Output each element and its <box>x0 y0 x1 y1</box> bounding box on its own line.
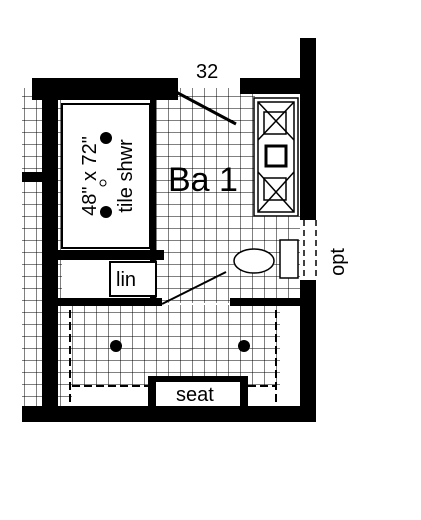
shower-size-label: 48" x 72" <box>79 136 101 216</box>
shower-type-label: tile shwr <box>115 139 137 213</box>
shower-head-upper <box>100 132 112 144</box>
toilet <box>233 239 299 279</box>
door-top <box>175 90 237 126</box>
linen-closet: lin <box>109 261 157 297</box>
shower-head-right <box>238 340 250 352</box>
shower-secondary <box>69 310 277 402</box>
door-inner <box>161 271 227 305</box>
shower-head-left <box>110 340 122 352</box>
shower-seat: seat <box>156 382 240 406</box>
vanity-sinks <box>253 97 299 217</box>
walls <box>22 38 316 422</box>
seat-label: seat <box>176 384 214 406</box>
optional-window <box>303 220 317 280</box>
linen-label: lin <box>116 269 136 291</box>
shower-drain <box>99 179 107 187</box>
dimension-top: 32 <box>196 61 218 83</box>
room-label: Ba 1 <box>168 161 238 199</box>
shower-enclosure: 48" x 72" tile shwr <box>61 103 151 249</box>
shower-head-lower <box>100 206 112 218</box>
option-label: opt <box>327 248 349 276</box>
